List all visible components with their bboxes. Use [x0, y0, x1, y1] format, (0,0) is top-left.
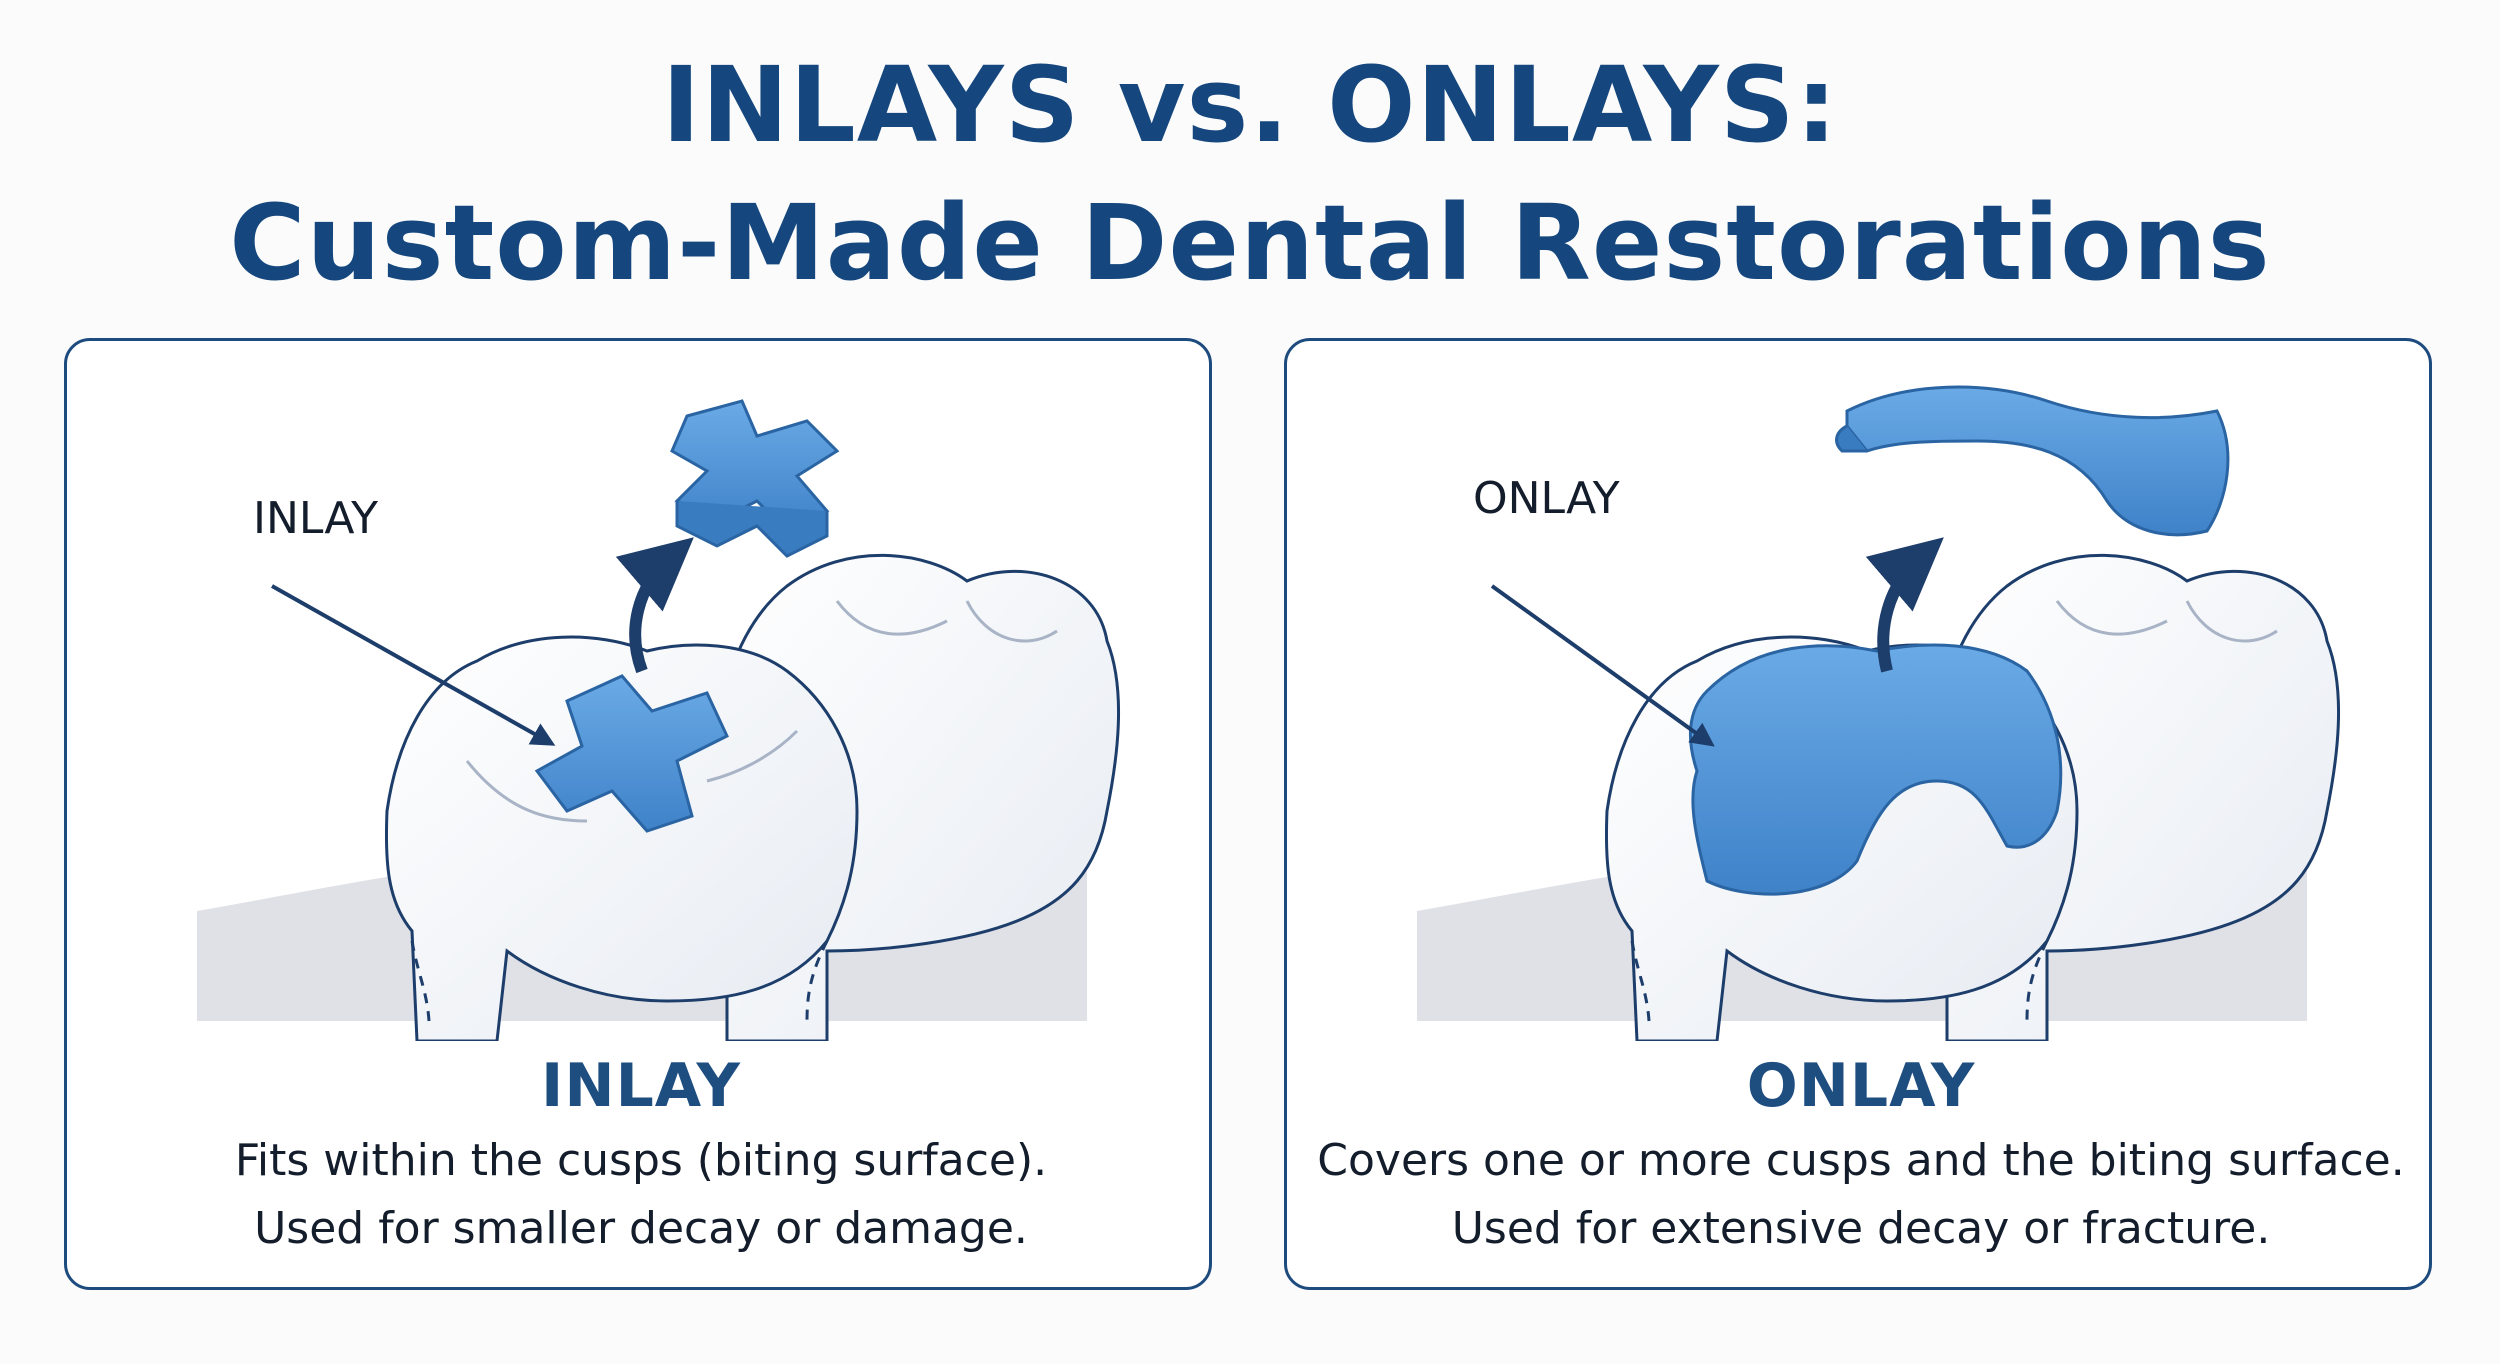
page-title: INLAYS vs. ONLAYS: Custom-Made Dental Re…	[0, 36, 2500, 312]
title-line-1: INLAYS vs. ONLAYS:	[661, 44, 1839, 166]
inlay-desc-line-2: Used for smaller decay or damage.	[254, 1203, 1028, 1254]
onlay-illustration	[1417, 385, 2341, 1041]
onlay-callout-label: ONLAY	[1473, 473, 1620, 524]
front-tooth	[384, 635, 859, 1041]
title-line-2: Custom-Made Dental Restorations	[229, 182, 2271, 304]
onlay-panel: ONLAY ONLAY Covers one or more cusps and…	[1284, 338, 2432, 1290]
inlay-seated	[534, 674, 729, 833]
inlay-panel: INLAY INLAY Fits within the cusps (bitin…	[64, 338, 1212, 1290]
onlay-desc-line-1: Covers one or more cusps and the biting …	[1317, 1135, 2405, 1186]
callout-pointer	[271, 584, 556, 746]
inlay-heading: INLAY	[541, 1051, 741, 1121]
inlay-illustration	[197, 399, 1121, 1041]
onlay-lifted	[1845, 385, 2230, 537]
onlay-description: Covers one or more cusps and the biting …	[1287, 1127, 2429, 1263]
inlay-description: Fits within the cusps (biting surface). …	[67, 1127, 1209, 1263]
inlay-callout-label: INLAY	[253, 493, 378, 544]
onlay-seated	[1688, 643, 2063, 896]
onlay-heading: ONLAY	[1746, 1051, 1976, 1121]
lift-arrow	[615, 537, 694, 674]
lift-arrow	[1865, 537, 1944, 673]
onlay-desc-line-2: Used for extensive decay or fracture.	[1451, 1203, 2271, 1254]
inlay-desc-line-1: Fits within the cusps (biting surface).	[234, 1135, 1048, 1186]
callout-pointer	[1490, 584, 1715, 747]
